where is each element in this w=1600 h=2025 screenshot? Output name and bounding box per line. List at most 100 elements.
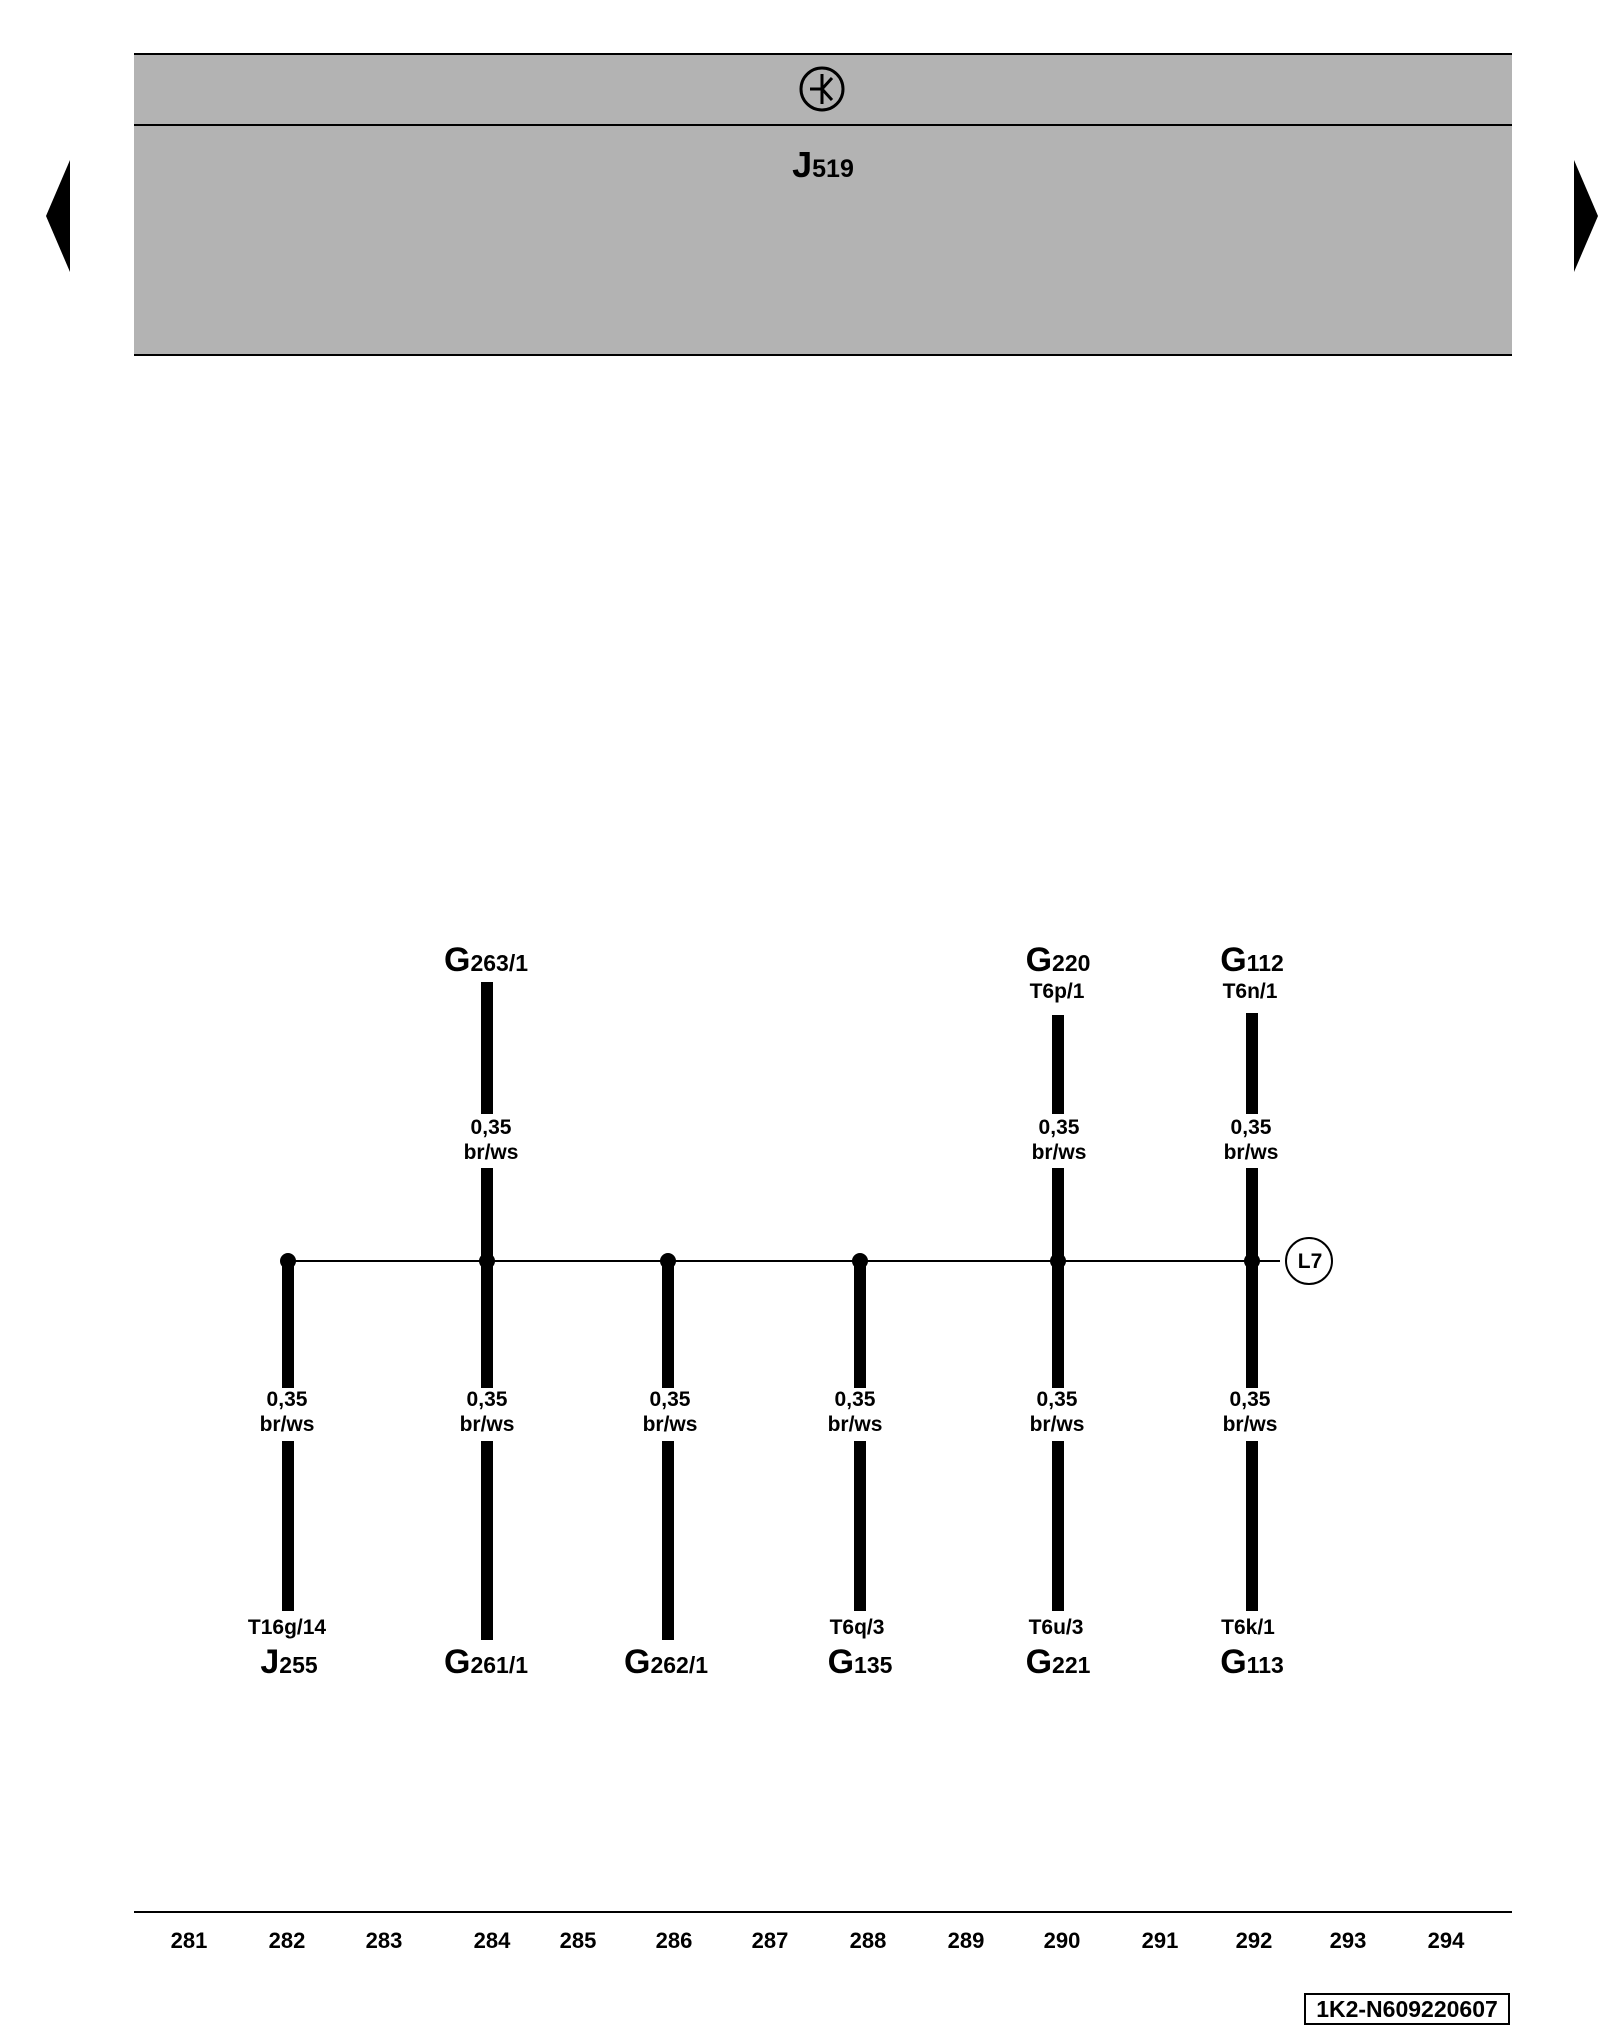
- column-number: 288: [849, 1928, 887, 1953]
- wire-label-bottom-g221: 0,35 br/ws: [1030, 1387, 1085, 1437]
- bus-connector-circle: [1285, 1237, 1333, 1285]
- component-number: 221: [1052, 1652, 1091, 1678]
- wire-bottom-g113-lower: [1246, 1441, 1258, 1611]
- wire-bottom-g261-lower: [481, 1441, 493, 1640]
- control-unit-number: 519: [812, 155, 854, 183]
- component-number: 261/1: [470, 1652, 529, 1678]
- component-label-g221: G221: [1026, 1645, 1091, 1679]
- wire-bottom-g261-upper: [481, 1261, 493, 1388]
- control-unit-label: J519: [134, 144, 1512, 186]
- triangle-right-icon: [1574, 160, 1598, 272]
- wire-bottom-g113-upper: [1246, 1261, 1258, 1388]
- bottom-rule: [134, 1911, 1512, 1913]
- wire-color: br/ws: [463, 1141, 519, 1164]
- wire-color: br/ws: [642, 1413, 698, 1436]
- wire-top-g263-lower: [481, 1168, 493, 1261]
- wire-size: 0,35: [1036, 1388, 1078, 1411]
- wire-top-g220-lower: [1052, 1168, 1064, 1261]
- component-label-g113: G113: [1220, 1645, 1284, 1679]
- wire-bottom-g135-lower: [854, 1441, 866, 1611]
- component-number: 135: [854, 1652, 893, 1678]
- column-number: 292: [1235, 1928, 1273, 1953]
- wire-size: 0,35: [266, 1388, 308, 1411]
- wire-bottom-j255-upper: [282, 1261, 294, 1388]
- bus-connector-label: L7: [1297, 1250, 1323, 1273]
- wire-bottom-j255-lower: [282, 1441, 294, 1611]
- pin-label-j255: T16g/14: [247, 1616, 327, 1639]
- component-number: 263/1: [470, 950, 529, 976]
- component-label-g112: G112: [1220, 943, 1284, 977]
- junction-dot: [1050, 1253, 1066, 1269]
- component-number: 255: [279, 1652, 318, 1678]
- wire-size: 0,35: [1229, 1388, 1271, 1411]
- triangle-left-icon: [46, 160, 70, 272]
- pin-label-g221: T6u/3: [1028, 1616, 1084, 1639]
- component-label-g263: G263/1: [444, 943, 528, 977]
- wire-bottom-g221-lower: [1052, 1441, 1064, 1611]
- component-number: 113: [1246, 1652, 1284, 1678]
- ground-symbol-icon: [799, 66, 845, 112]
- wire-label-bottom-j255: 0,35 br/ws: [260, 1387, 315, 1437]
- wire-top-g263-upper: [481, 982, 493, 1114]
- column-number: 284: [473, 1928, 511, 1953]
- component-number: 112: [1246, 950, 1284, 976]
- wire-color: br/ws: [459, 1413, 515, 1436]
- column-number: 294: [1427, 1928, 1465, 1953]
- wire-color: br/ws: [827, 1413, 883, 1436]
- wire-color: br/ws: [1031, 1141, 1087, 1164]
- component-letter: G: [623, 1643, 651, 1681]
- wire-size: 0,35: [649, 1388, 691, 1411]
- pin-label-g113: T6k/1: [1221, 1616, 1275, 1639]
- wire-size: 0,35: [1038, 1116, 1080, 1139]
- component-label-g261: G261/1: [444, 1645, 528, 1679]
- wire-label-top-g112: 0,35 br/ws: [1224, 1115, 1279, 1165]
- column-number: 287: [751, 1928, 789, 1953]
- column-number: 291: [1141, 1928, 1179, 1953]
- wire-label-top-g263: 0,35 br/ws: [464, 1115, 519, 1165]
- column-number: 281: [170, 1928, 208, 1953]
- wire-size: 0,35: [834, 1388, 876, 1411]
- column-number: 286: [655, 1928, 693, 1953]
- component-letter: G: [443, 1643, 471, 1681]
- column-number: 285: [559, 1928, 597, 1953]
- pin-label-g135: T6q/3: [829, 1616, 885, 1639]
- wire-label-bottom-g261: 0,35 br/ws: [460, 1387, 515, 1437]
- pin-label-g112: T6n/1: [1222, 980, 1278, 1003]
- component-label-j255: J255: [260, 1645, 317, 1679]
- component-label-g220: G220: [1026, 943, 1091, 977]
- component-letter: J: [260, 1643, 280, 1681]
- wire-color: br/ws: [1222, 1413, 1278, 1436]
- column-number: 289: [947, 1928, 985, 1953]
- column-number: 283: [365, 1928, 403, 1953]
- component-label-g262: G262/1: [624, 1645, 708, 1679]
- column-number: 293: [1329, 1928, 1367, 1953]
- component-number: 262/1: [650, 1652, 709, 1678]
- wire-bottom-g135-upper: [854, 1261, 866, 1388]
- prev-page-arrow[interactable]: [44, 158, 74, 274]
- component-label-g135: G135: [828, 1645, 893, 1679]
- wire-bottom-g262-upper: [662, 1261, 674, 1388]
- wire-label-bottom-g113: 0,35 br/ws: [1223, 1387, 1278, 1437]
- component-number: 220: [1052, 950, 1091, 976]
- junction-dot: [1244, 1253, 1260, 1269]
- wire-bottom-g221-upper: [1052, 1261, 1064, 1388]
- control-unit-band: J519: [134, 126, 1512, 356]
- junction-dot: [660, 1253, 676, 1269]
- control-unit-letter: J: [792, 144, 813, 185]
- column-number: 290: [1043, 1928, 1081, 1953]
- component-letter: G: [827, 1643, 855, 1681]
- component-letter: G: [443, 941, 471, 979]
- component-letter: G: [1220, 941, 1247, 979]
- wire-label-bottom-g135: 0,35 br/ws: [828, 1387, 883, 1437]
- column-number: 282: [268, 1928, 306, 1953]
- wire-label-bottom-g262: 0,35 br/ws: [643, 1387, 698, 1437]
- wire-label-top-g220: 0,35 br/ws: [1032, 1115, 1087, 1165]
- pin-label-g220: T6p/1: [1029, 980, 1085, 1003]
- wire-bottom-g262-lower: [662, 1441, 674, 1640]
- wire-color: br/ws: [1029, 1413, 1085, 1436]
- next-page-arrow[interactable]: [1570, 158, 1600, 274]
- header-icon-band: [134, 53, 1512, 126]
- component-letter: G: [1025, 941, 1053, 979]
- wire-color: br/ws: [259, 1413, 315, 1436]
